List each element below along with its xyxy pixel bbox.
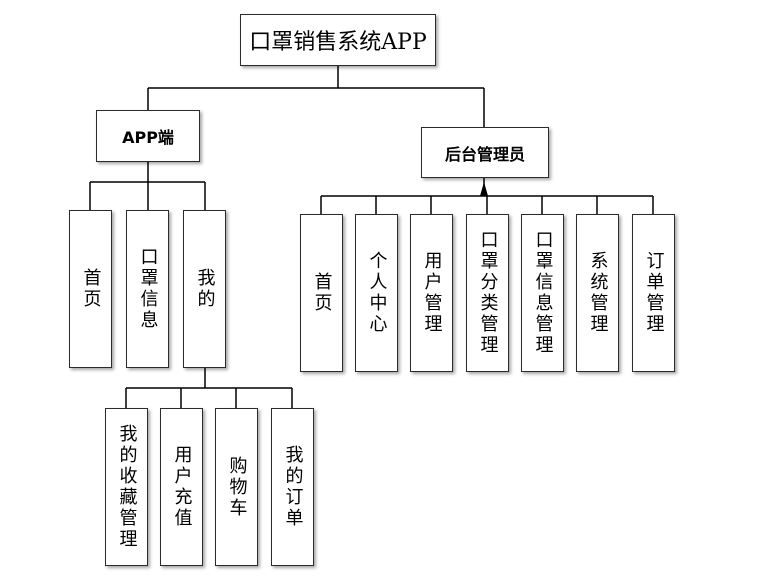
mine-recharge-node-label: 用户充值 <box>171 445 193 529</box>
mine-orders-node: 我的订单 <box>271 408 314 566</box>
admin-mask-category-node-label: 口罩分类管理 <box>477 230 499 356</box>
app-client-node: APP端 <box>96 110 200 162</box>
admin-home-node: 首页 <box>300 214 343 372</box>
admin-user-mgmt-node: 用户管理 <box>410 214 453 372</box>
admin-node-label: 后台管理员 <box>444 144 525 164</box>
app-home-node: 首页 <box>69 210 112 368</box>
mine-cart-node: 购物车 <box>215 408 258 566</box>
admin-profile-node: 个人中心 <box>355 214 398 372</box>
mine-recharge-node: 用户充值 <box>160 408 203 566</box>
admin-mask-info-node: 口罩信息管理 <box>521 214 564 372</box>
app-mask-info-node-label: 口罩信息 <box>137 247 159 331</box>
app-mine-node-label: 我的 <box>194 268 216 310</box>
root-node: 口罩销售系统APP <box>240 14 436 66</box>
admin-mask-info-node-label: 口罩信息管理 <box>532 230 554 356</box>
mine-orders-node-label: 我的订单 <box>282 445 304 529</box>
root-node-label: 口罩销售系统APP <box>249 30 427 55</box>
admin-node: 后台管理员 <box>421 127 549 178</box>
app-home-node-label: 首页 <box>80 268 102 310</box>
admin-user-mgmt-node-label: 用户管理 <box>421 251 443 335</box>
mine-favorites-node-label: 我的收藏管理 <box>116 424 138 550</box>
app-client-node-label: APP端 <box>122 128 174 147</box>
mine-cart-node-label: 购物车 <box>226 455 248 519</box>
admin-home-node-label: 首页 <box>311 272 333 314</box>
mine-favorites-node: 我的收藏管理 <box>105 408 148 566</box>
app-mask-info-node: 口罩信息 <box>126 210 169 368</box>
admin-mask-category-node: 口罩分类管理 <box>466 214 509 372</box>
admin-orders-node: 订单管理 <box>632 214 675 372</box>
admin-system-node: 系统管理 <box>576 214 619 372</box>
admin-profile-node-label: 个人中心 <box>366 251 388 335</box>
admin-system-node-label: 系统管理 <box>587 251 609 335</box>
admin-orders-node-label: 订单管理 <box>643 251 665 335</box>
app-mine-node: 我的 <box>183 210 226 368</box>
